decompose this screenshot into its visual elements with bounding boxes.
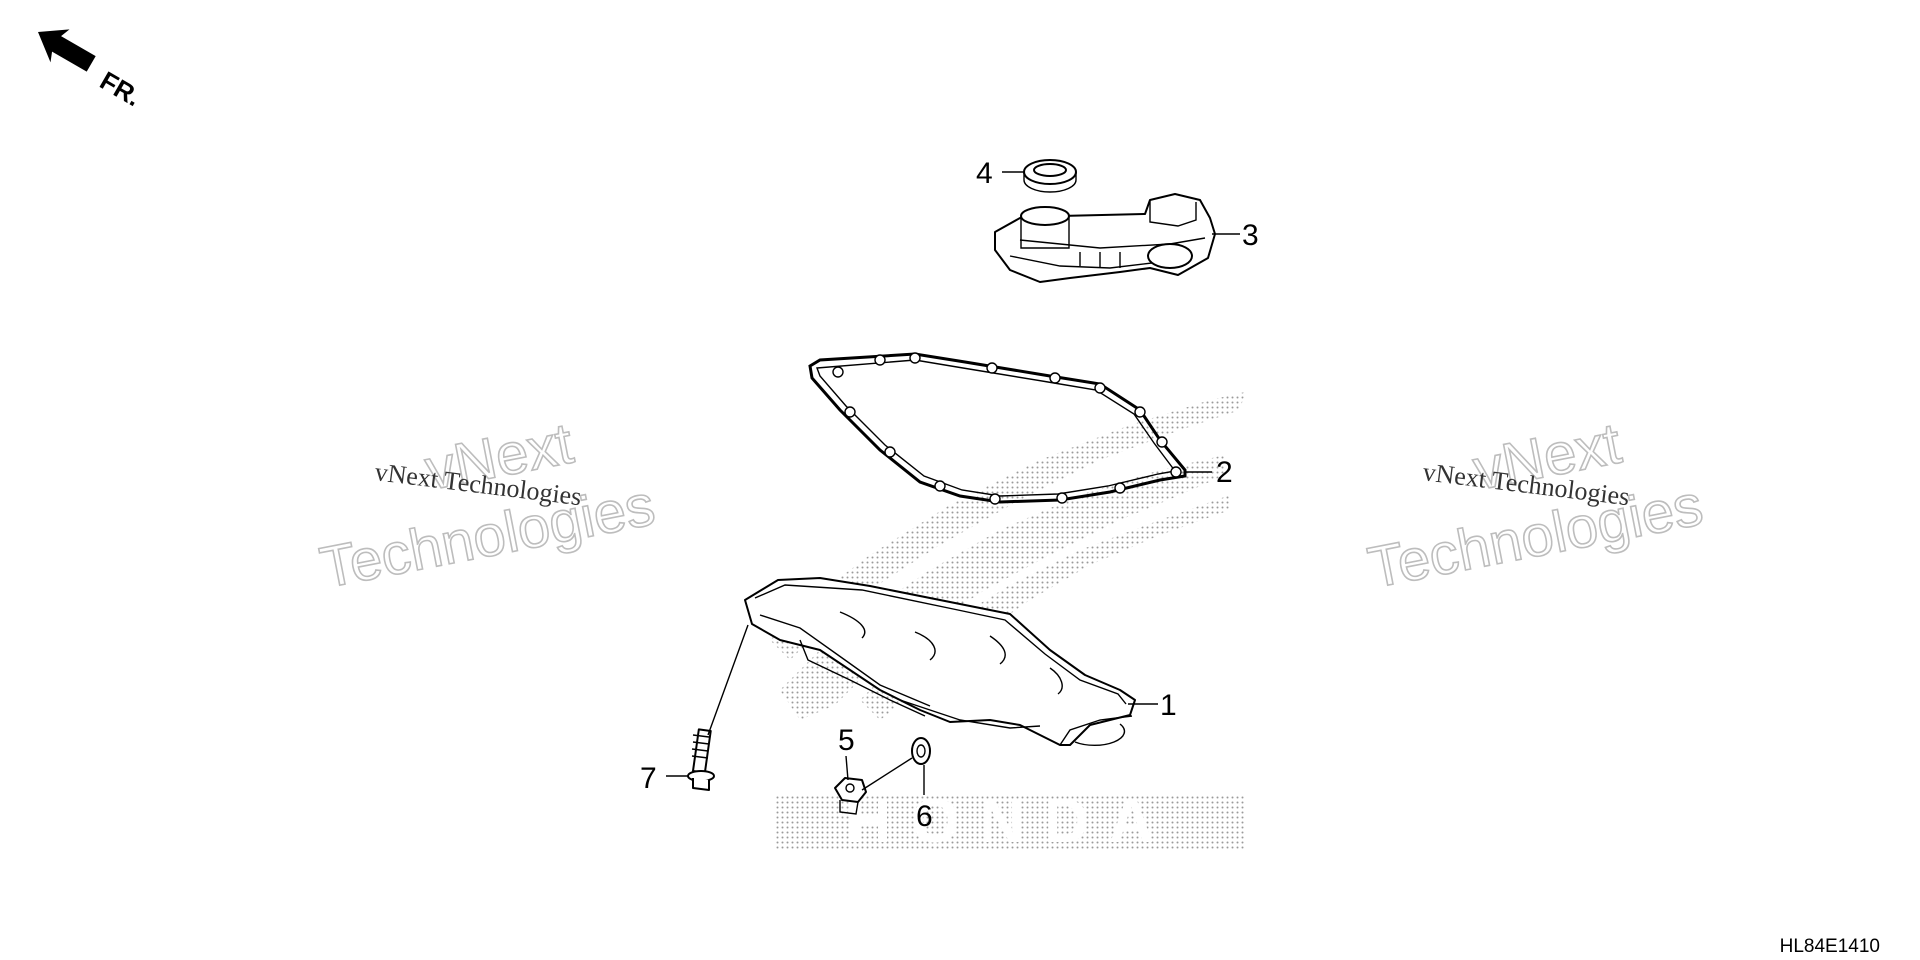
- washer-part: [911, 737, 931, 765]
- diagram-reference-code: HL84E1410: [1780, 936, 1880, 957]
- oil-pan-part: [744, 577, 1136, 747]
- front-arrow-icon: [38, 29, 96, 72]
- drain-bolt-part: [834, 777, 867, 815]
- watermark-left: vNext Technologies vNext Technologies: [314, 410, 660, 602]
- callout-4: 4: [976, 157, 993, 190]
- gasket-part: [808, 352, 1187, 505]
- flange-bolt-part: [687, 728, 715, 791]
- brand-watermark-text: HONDA: [846, 787, 1173, 856]
- strainer-part: [994, 193, 1216, 283]
- callout-5: 5: [838, 724, 855, 757]
- callout-1: 1: [1160, 689, 1177, 722]
- callout-3: 3: [1242, 219, 1259, 252]
- o-ring-part: [1023, 159, 1077, 193]
- callout-6: 6: [916, 800, 933, 833]
- watermark-right: vNext Technologies vNext Technologies: [1362, 410, 1708, 602]
- callout-7: 7: [640, 762, 657, 795]
- leader-lines: [666, 171, 1240, 795]
- callout-2: 2: [1216, 456, 1233, 489]
- front-direction-label: FR.: [95, 65, 146, 112]
